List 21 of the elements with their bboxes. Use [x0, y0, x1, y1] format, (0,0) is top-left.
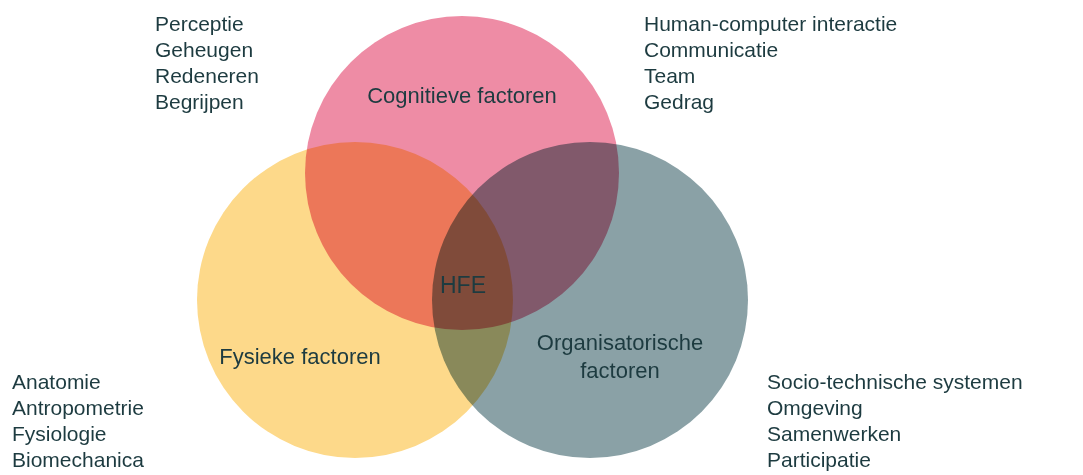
circle-label: Cognitieve factoren: [366, 82, 558, 110]
list-item: Samenwerken: [767, 422, 902, 446]
circle-label: Fysieke factoren: [218, 343, 382, 371]
list-item: Gedrag: [644, 90, 715, 114]
list-item: Team: [644, 64, 696, 88]
list-item: Anatomie: [12, 370, 101, 394]
list-item: Redeneren: [155, 64, 259, 88]
list-item: Antropometrie: [12, 396, 144, 420]
list-item: Socio-technische systemen: [767, 370, 1023, 394]
list-item: Fysiologie: [12, 422, 107, 446]
circle-label: Organisatorische factoren: [535, 329, 705, 385]
list-item: Omgeving: [767, 396, 863, 420]
list-item: Participatie: [767, 448, 871, 472]
list-item: Human-computer interactie: [644, 12, 898, 36]
list-item: Geheugen: [155, 38, 254, 62]
list-item: Communicatie: [644, 38, 779, 62]
center-label: HFE: [440, 272, 486, 299]
list-item: Begrijpen: [155, 90, 244, 114]
venn-circle: [432, 142, 748, 458]
list-item: Perceptie: [155, 12, 244, 36]
list-item: Biomechanica: [12, 448, 144, 472]
